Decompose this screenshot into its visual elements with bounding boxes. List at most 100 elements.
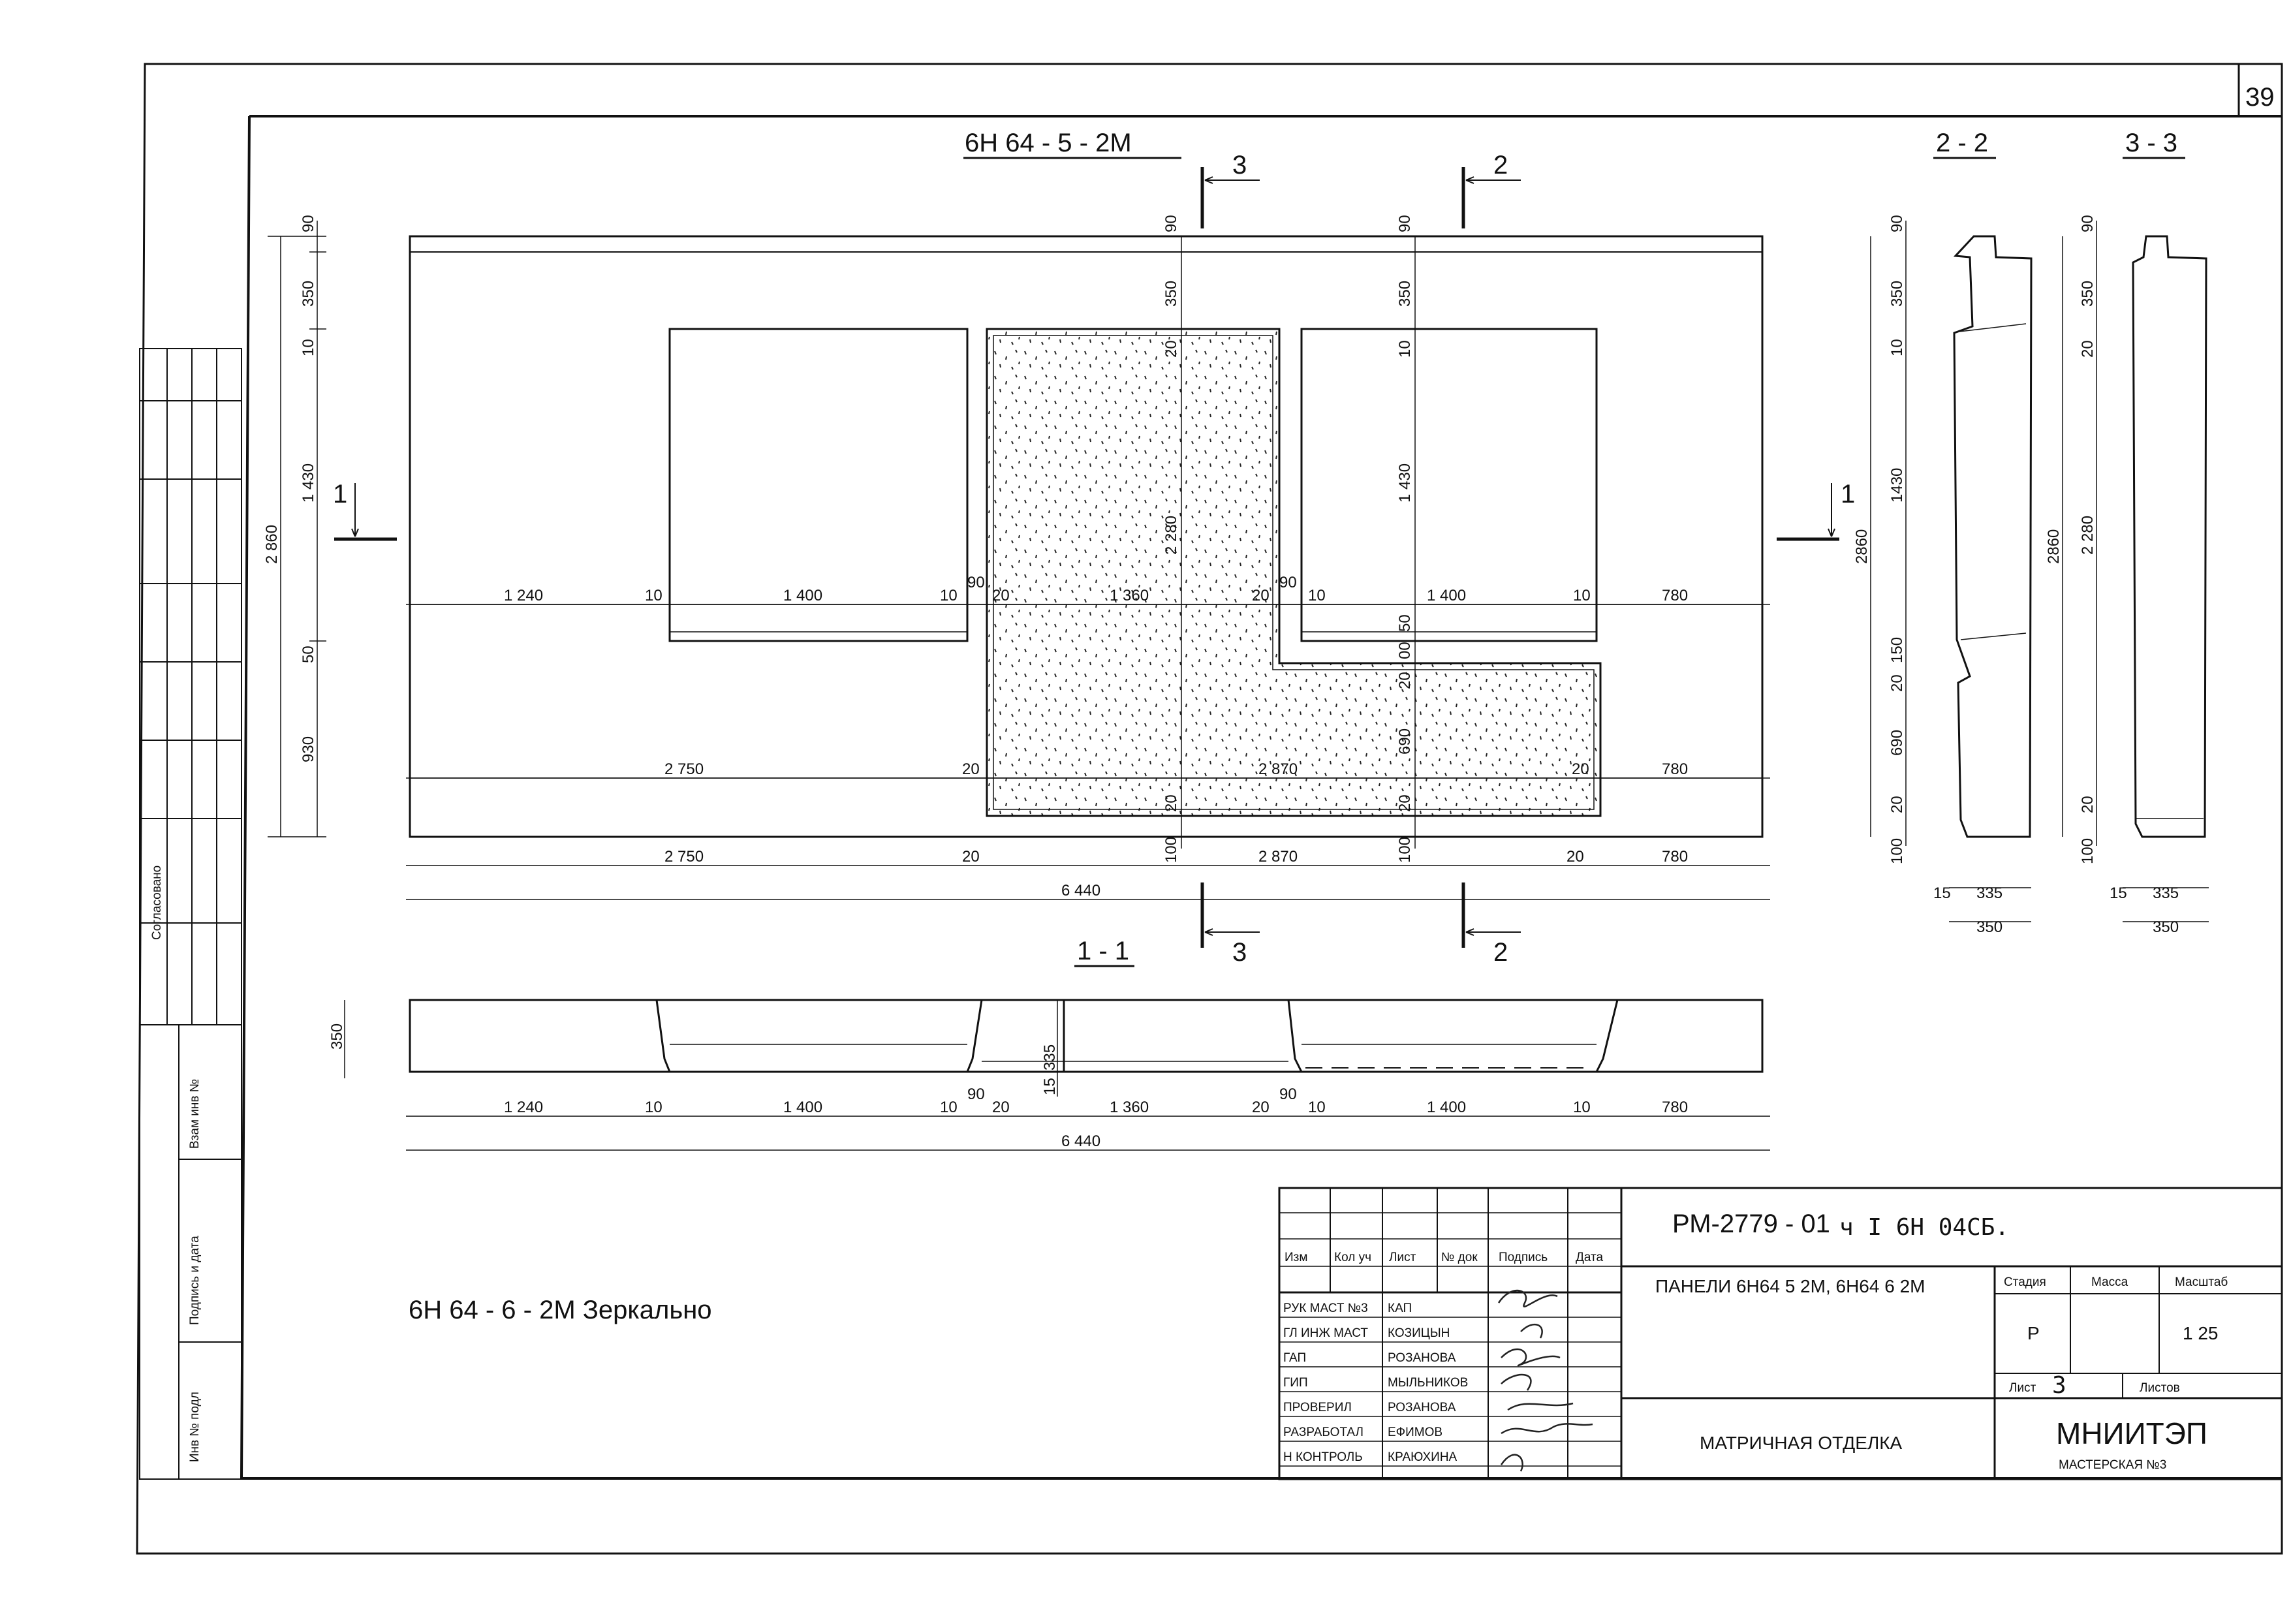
svg-text:335: 335 bbox=[1976, 884, 2003, 902]
svg-text:20: 20 bbox=[992, 587, 1010, 604]
svg-text:50: 50 bbox=[1396, 614, 1414, 632]
left-dim-chain bbox=[268, 221, 326, 837]
svg-text:350: 350 bbox=[2079, 281, 2096, 307]
svg-text:10: 10 bbox=[940, 587, 958, 604]
svg-text:100: 100 bbox=[1888, 838, 1906, 864]
svg-text:10: 10 bbox=[1888, 339, 1906, 356]
svg-text:ГЛ ИНЖ МАСТ: ГЛ ИНЖ МАСТ bbox=[1283, 1326, 1368, 1340]
elevation-inner-dims bbox=[1181, 236, 1416, 849]
svg-text:20: 20 bbox=[1162, 794, 1180, 812]
sheet-number: 39 bbox=[2245, 83, 2275, 112]
svg-text:10: 10 bbox=[300, 339, 317, 356]
stamp-field-original: Инв № подл bbox=[188, 1392, 202, 1462]
section-1-profile bbox=[409, 999, 1764, 1073]
svg-text:350: 350 bbox=[1162, 281, 1180, 307]
section-1-dims bbox=[344, 1000, 1770, 1151]
svg-text:ГАП: ГАП bbox=[1283, 1351, 1306, 1365]
svg-text:2 860: 2 860 bbox=[263, 525, 281, 564]
svg-text:350: 350 bbox=[300, 281, 317, 307]
sheet-value: 3 bbox=[2052, 1372, 2066, 1399]
signatures bbox=[1497, 1290, 1593, 1472]
sheets-label: Листов bbox=[2140, 1381, 2180, 1395]
svg-text:КАП: КАП bbox=[1388, 1302, 1412, 1315]
svg-text:90: 90 bbox=[1162, 215, 1180, 232]
horizontal-dim-lines bbox=[406, 604, 1770, 900]
left-stamp bbox=[139, 348, 242, 1480]
stamp-agreed: Согласовано bbox=[150, 866, 164, 940]
svg-text:2860: 2860 bbox=[2045, 529, 2063, 564]
svg-text:335: 335 bbox=[1041, 1044, 1059, 1070]
svg-text:15: 15 bbox=[1933, 884, 1951, 902]
svg-text:20: 20 bbox=[1566, 848, 1584, 866]
svg-text:690: 690 bbox=[1888, 730, 1906, 756]
svg-text:№ док: № док bbox=[1441, 1251, 1478, 1264]
sheet-label: Лист bbox=[2009, 1381, 2036, 1395]
svg-text:780: 780 bbox=[1662, 760, 1688, 778]
svg-text:90: 90 bbox=[967, 1085, 985, 1103]
svg-text:1 240: 1 240 bbox=[504, 1099, 543, 1116]
cut-marks bbox=[334, 167, 1839, 948]
elevation-row1-labels: 1 240 10 1 400 10 90 20 1 360 20 90 10 1… bbox=[504, 574, 1688, 604]
svg-text:10: 10 bbox=[1573, 587, 1591, 604]
svg-text:1430: 1430 bbox=[1888, 468, 1906, 503]
panel-elevation bbox=[409, 235, 1764, 838]
svg-text:Н КОНТРОЛЬ: Н КОНТРОЛЬ bbox=[1283, 1450, 1363, 1464]
svg-text:1: 1 bbox=[333, 480, 347, 508]
svg-text:930: 930 bbox=[300, 736, 317, 762]
svg-text:1 400: 1 400 bbox=[783, 1099, 822, 1116]
svg-text:20: 20 bbox=[1252, 587, 1270, 604]
svg-text:100: 100 bbox=[1396, 837, 1414, 863]
svg-text:КРАЮХИНА: КРАЮХИНА bbox=[1388, 1450, 1457, 1464]
svg-text:20: 20 bbox=[2079, 796, 2096, 813]
svg-text:100: 100 bbox=[2079, 838, 2096, 864]
subject: МАТРИЧНАЯ ОТДЕЛКА bbox=[1700, 1433, 1903, 1453]
svg-text:350: 350 bbox=[1396, 281, 1414, 307]
document-code-handwritten: ч I 6Н 04СБ. bbox=[1839, 1214, 2009, 1241]
svg-text:350: 350 bbox=[1976, 918, 2003, 936]
section-3-dim-labels: 90 350 20 2 280 20 100 2860 15 335 350 bbox=[2045, 215, 2179, 936]
svg-text:Лист: Лист bbox=[1389, 1251, 1416, 1264]
svg-text:15: 15 bbox=[1041, 1078, 1059, 1095]
svg-text:20: 20 bbox=[1162, 340, 1180, 358]
mass-label: Масса bbox=[2091, 1275, 2128, 1289]
svg-text:350: 350 bbox=[1888, 281, 1906, 307]
svg-text:350: 350 bbox=[328, 1023, 346, 1050]
stage-value: Р bbox=[2027, 1323, 2040, 1343]
stage-label: Стадия bbox=[2004, 1275, 2046, 1289]
section-2-dims bbox=[1870, 221, 2031, 922]
svg-text:Изм: Изм bbox=[1285, 1251, 1307, 1264]
section-3-profile bbox=[2132, 235, 2207, 838]
svg-text:3: 3 bbox=[1232, 151, 1247, 180]
svg-text:10: 10 bbox=[645, 1099, 662, 1116]
cut-labels: 3 2 3 2 1 1 bbox=[333, 151, 1855, 967]
svg-text:20: 20 bbox=[1396, 672, 1414, 689]
svg-text:100: 100 bbox=[1162, 837, 1180, 863]
svg-text:90: 90 bbox=[967, 574, 985, 591]
scale-label: Масштаб bbox=[2175, 1275, 2228, 1289]
svg-text:ЕФИМОВ: ЕФИМОВ bbox=[1388, 1426, 1442, 1439]
svg-text:1 400: 1 400 bbox=[1427, 587, 1466, 604]
svg-text:Кол уч: Кол уч bbox=[1334, 1251, 1371, 1264]
svg-text:1 430: 1 430 bbox=[1396, 463, 1414, 503]
svg-text:КОЗИЦЫН: КОЗИЦЫН bbox=[1388, 1326, 1450, 1340]
svg-text:10: 10 bbox=[1396, 340, 1414, 358]
elevation-title: 6Н 64 - 5 - 2М bbox=[965, 129, 1132, 157]
svg-text:6 440: 6 440 bbox=[1061, 1132, 1100, 1150]
svg-text:РОЗАНОВА: РОЗАНОВА bbox=[1388, 1351, 1456, 1365]
scale-value: 1 25 bbox=[2183, 1323, 2219, 1343]
elevation-row2-labels: 2 750 20 2 870 20 780 2 750 20 2 870 20 … bbox=[664, 760, 1688, 899]
svg-text:90: 90 bbox=[1396, 215, 1414, 232]
mirror-note: 6Н 64 - 6 - 2М Зеркально bbox=[409, 1296, 712, 1324]
svg-text:1 360: 1 360 bbox=[1110, 587, 1149, 604]
svg-text:150: 150 bbox=[1888, 637, 1906, 663]
svg-text:РАЗРАБОТАЛ: РАЗРАБОТАЛ bbox=[1283, 1426, 1364, 1439]
svg-text:90: 90 bbox=[300, 215, 317, 232]
svg-text:РУК МАСТ №3: РУК МАСТ №3 bbox=[1283, 1302, 1368, 1315]
svg-text:50: 50 bbox=[300, 646, 317, 663]
svg-text:10: 10 bbox=[1573, 1099, 1591, 1116]
svg-text:ПРОВЕРИЛ: ПРОВЕРИЛ bbox=[1283, 1401, 1352, 1414]
title-block bbox=[1278, 1187, 2283, 1480]
svg-text:1 240: 1 240 bbox=[504, 587, 543, 604]
svg-text:15: 15 bbox=[2110, 884, 2127, 902]
